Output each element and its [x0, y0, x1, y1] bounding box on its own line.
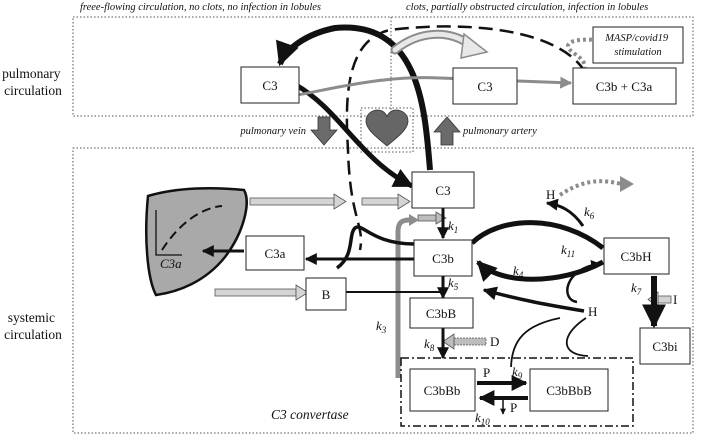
c3-pulm-left-label: C3: [262, 78, 277, 93]
k1-label: k1: [448, 218, 458, 235]
pulmonary-to-c3-arc: [294, 82, 414, 189]
k7-label: k7: [631, 280, 642, 297]
heart-icon: [365, 109, 409, 147]
c3-sys-label: C3: [435, 183, 450, 198]
h-mid-label: H: [588, 304, 597, 319]
pulmonary-artery-arrow: [433, 116, 461, 146]
c3a-box: [245, 235, 305, 271]
c3bh-box: [603, 237, 670, 275]
pulmonary-to-c3b-curve: [335, 225, 415, 270]
i-label: I: [673, 292, 677, 307]
liver-to-b-hollow-arrow: [214, 284, 309, 301]
c3a-label: C3a: [265, 246, 286, 261]
convertase-label: C3 convertase: [271, 407, 349, 422]
c3bi-box: [639, 327, 691, 365]
pulmonary-return-arc: [275, 24, 433, 171]
c3bbbb-box: [529, 368, 609, 412]
masp-box: [592, 26, 684, 64]
c3b-c3a-label: C3b + C3a: [596, 79, 653, 94]
liver-c3a-label: C3a: [160, 256, 182, 271]
k11-loop-arrow: [566, 260, 601, 304]
c3bb-label: C3bB: [426, 306, 457, 321]
k3-feedback-arrowhead: [409, 214, 419, 226]
pulmonary-dashed-loop: [345, 25, 587, 251]
k6-label: k6: [584, 204, 595, 221]
k6-arrow-to-h: [545, 198, 585, 227]
k11-label: k11: [561, 242, 575, 259]
c3bbb-box: [409, 368, 476, 412]
c3-to-c3b-hollow-arrow: [417, 211, 447, 225]
c3b-to-c3bh-top-arc: [470, 220, 605, 250]
b-box: [305, 277, 347, 311]
p-top-label: P: [483, 365, 490, 380]
c3bh-to-c3b-bottom-arc: [476, 259, 605, 282]
masp-label: MASP/covid19 stimulation: [604, 33, 671, 58]
c3bbb-label: C3bBb: [424, 383, 461, 398]
curved-hollow-arrowhead: [460, 32, 489, 59]
c3-pulm-right-label: C3: [477, 79, 492, 94]
h-top-label: H: [546, 187, 555, 202]
systemic-label: systemic circulation: [4, 310, 62, 342]
c3b-c3a-box: [572, 67, 677, 105]
c3bb-box: [409, 297, 474, 329]
liver-axis: [155, 210, 182, 256]
k10-label: k10: [475, 410, 490, 427]
c3-pulm-left-box: [240, 66, 300, 104]
c3bbbb-label: C3bBbB: [546, 383, 592, 398]
pulmonary-vein-label: pulmonary vein: [239, 126, 306, 137]
liver-curve: [161, 205, 223, 251]
b-label: B: [322, 287, 331, 302]
d-hollow-arrow: [442, 333, 487, 350]
c3-sys-box: [411, 171, 475, 209]
mid-to-c3-hollow-arrow: [361, 193, 411, 210]
heart-frame: [360, 107, 414, 153]
h-dotted-arrowhead: [620, 176, 634, 192]
liver-to-c3-hollow-arrow: [249, 193, 347, 210]
masp-dotted-arrow: [566, 37, 599, 77]
pulmonary-vein-arrow: [310, 116, 338, 146]
h-to-c3b-arrow: [482, 286, 585, 313]
c3b-label: C3b: [432, 251, 454, 266]
c3-pulm-right-box: [452, 67, 518, 105]
k5-label: k5: [448, 275, 459, 292]
k9-label: k9: [512, 364, 523, 381]
h-dotted-arrow: [558, 179, 623, 197]
p-bottom-label: P: [510, 400, 517, 415]
k3-label: k3: [376, 318, 387, 335]
d-label: D: [490, 334, 499, 349]
systemic-region: [72, 147, 694, 434]
pulmonary-artery-label: pulmonary artery: [462, 126, 537, 137]
c3bh-label: C3bH: [620, 249, 651, 264]
liver-shape: [145, 186, 248, 297]
c3b-box: [413, 239, 473, 277]
header-right-note: clots, partially obstructed circulation,…: [406, 2, 648, 13]
gray-flow-to-c3b-c3a: [279, 76, 573, 100]
convertase-frame: [400, 357, 634, 427]
pulmonary-label: pulmonary circulation: [2, 66, 64, 98]
convertase-to-h-curve: [510, 317, 561, 368]
k3-feedback-path: [395, 217, 411, 378]
c3bi-label: C3bi: [652, 339, 678, 354]
header-left-note: freee-flowing circulation, no clots, no …: [80, 2, 321, 13]
k8-label: k8: [424, 336, 435, 353]
h-to-convertase-curve: [566, 317, 589, 357]
k4-label: k4: [513, 263, 524, 280]
